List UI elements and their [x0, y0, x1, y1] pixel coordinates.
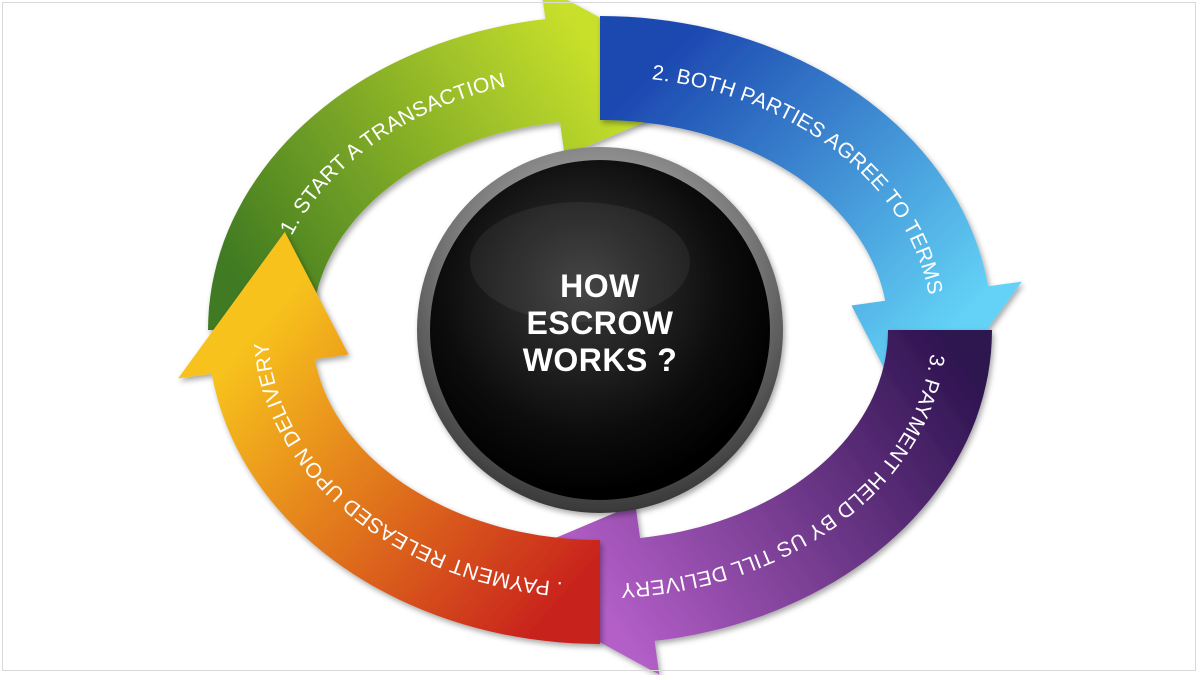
center-hub-disc: [430, 160, 770, 500]
center-title-line-2: ESCROW: [527, 305, 674, 341]
arrow-step-3: [472, 330, 993, 675]
center-hub: HOW ESCROW WORKS ?: [417, 147, 783, 513]
cycle-arrows: [178, 0, 1022, 675]
center-hub-highlight: [470, 202, 690, 322]
center-title-line-1: HOW: [560, 268, 640, 304]
arrow-step-2: [600, 16, 1022, 429]
center-title-line-3: WORKS ?: [523, 342, 678, 378]
arrow-step-4: [178, 231, 600, 644]
arrow-step-1: [208, 0, 728, 330]
